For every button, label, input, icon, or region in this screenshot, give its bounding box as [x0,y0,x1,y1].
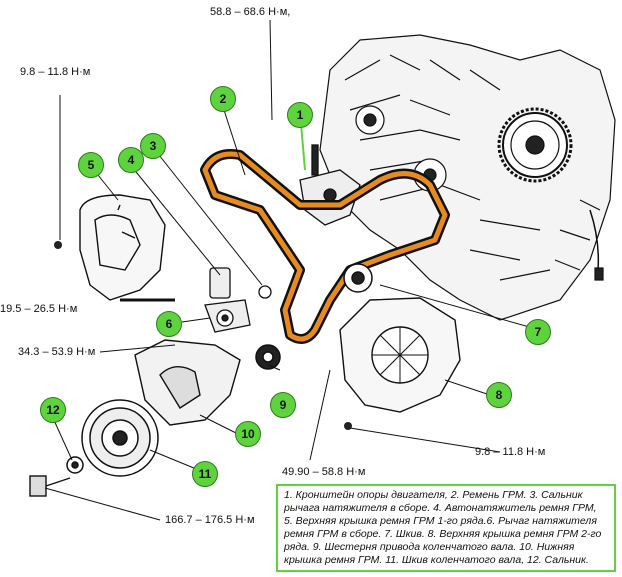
crank-bolt-icon [29,475,71,497]
torque-label-arm: 34.3 – 53.9 Н·м [18,346,96,358]
timing-belt [200,149,450,344]
callout-5: 5 [78,152,104,178]
auto-tensioner [204,267,272,333]
callout-3: 3 [140,133,166,159]
callout-10: 10 [235,421,261,447]
torque-label-upper-left: 9.8 – 11.8 Н·м [20,66,91,78]
bolt-icon [344,422,352,430]
pulley [343,263,373,293]
torque-label-crank-gear: 49.90 – 58.8 Н·м [282,466,366,478]
crankshaft-pulley [81,399,159,477]
callout-9: 9 [270,392,296,418]
upper-cover-row2 [339,297,461,413]
torque-label-cover-bolt: 9.8 – 11.8 Н·м [475,446,546,458]
callout-11: 11 [192,461,218,487]
bolt-icon [54,241,62,249]
callout-8: 8 [486,382,512,408]
torque-label-crank-bolt: 166.7 – 176.5 Н·м [165,514,255,526]
torque-label-top: 58.8 – 68.6 Н·м, [210,6,291,18]
callout-12: 12 [40,397,66,423]
upper-cover-row1 [79,194,166,301]
lower-cover [134,339,241,426]
crank-gear [255,344,281,370]
torque-label-tensioner-bolt: 19.5 – 26.5 Н·м [0,303,78,315]
callout-4: 4 [118,147,144,173]
callout-2: 2 [210,86,236,112]
callout-1: 1 [287,102,313,128]
legend-box: 1. Кронштейн опоры двигателя, 2. Ремень … [276,484,616,572]
callout-7: 7 [525,319,551,345]
seal [66,456,84,474]
callout-6: 6 [156,311,182,337]
legend-text: 1. Кронштейн опоры двигателя, 2. Ремень … [284,489,602,566]
